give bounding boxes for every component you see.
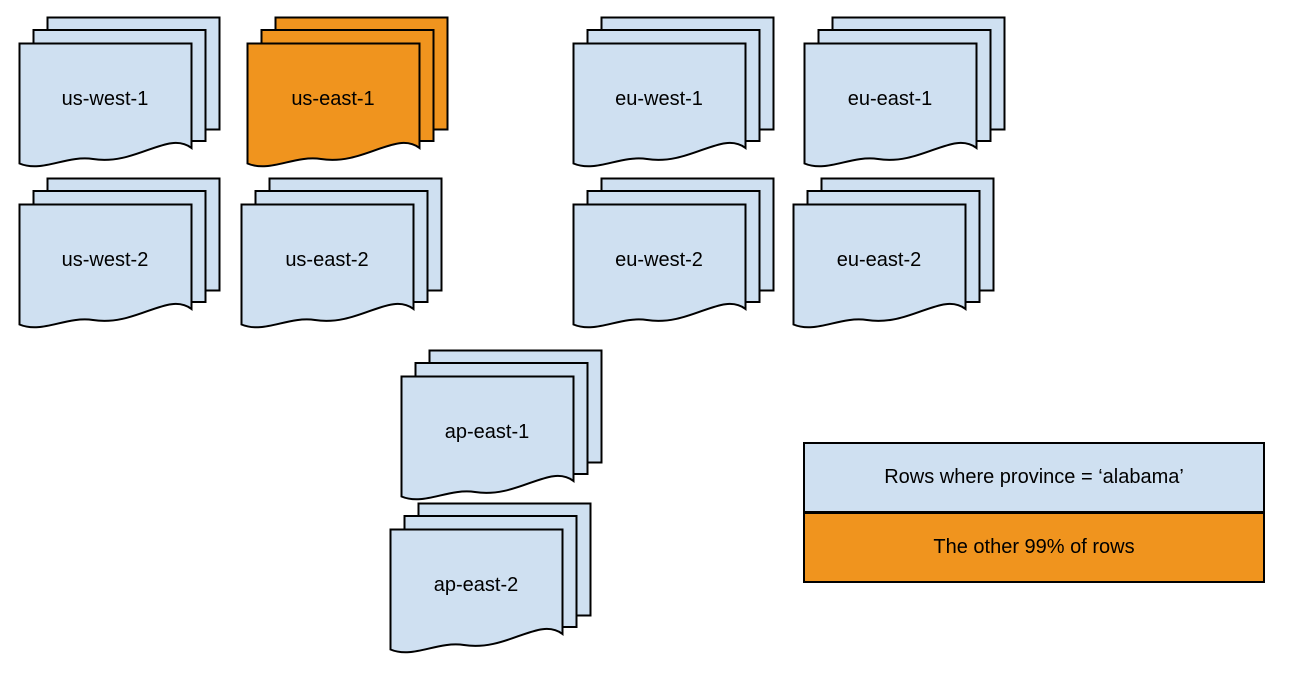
stack-label: eu-west-2 <box>615 249 703 271</box>
stack-label: us-east-2 <box>285 249 369 271</box>
stack-eu-east-1: eu-east-1 <box>803 16 1008 174</box>
stack-label: ap-east-2 <box>433 574 519 596</box>
stack-eu-west-1: eu-west-1 <box>572 16 777 174</box>
legend-label-other-rows: The other 99% of rows <box>933 536 1135 558</box>
legend-label-alabama: Rows where province = ‘alabama’ <box>884 466 1184 488</box>
stack-us-west-1: us-west-1 <box>18 16 223 174</box>
legend-row-alabama: Rows where province = ‘alabama’ <box>805 444 1263 511</box>
stack-label: eu-west-1 <box>615 88 703 110</box>
stack-label: eu-east-2 <box>836 249 922 271</box>
stack-ap-east-1: ap-east-1 <box>400 349 605 507</box>
stack-us-west-2: us-west-2 <box>18 177 223 335</box>
stack-label: us-west-2 <box>61 249 149 271</box>
stack-label: eu-east-1 <box>847 88 933 110</box>
stack-eu-east-2: eu-east-2 <box>792 177 997 335</box>
stack-label: us-west-1 <box>61 88 149 110</box>
stack-eu-west-2: eu-west-2 <box>572 177 777 335</box>
stack-ap-east-2: ap-east-2 <box>389 502 594 660</box>
stack-us-east-2: us-east-2 <box>240 177 445 335</box>
legend-row-other-rows: The other 99% of rows <box>805 511 1263 581</box>
stack-label: ap-east-1 <box>444 421 530 443</box>
stack-label: us-east-1 <box>291 88 375 110</box>
legend: Rows where province = ‘alabama’ The othe… <box>803 442 1265 583</box>
stack-us-east-1: us-east-1 <box>246 16 451 174</box>
